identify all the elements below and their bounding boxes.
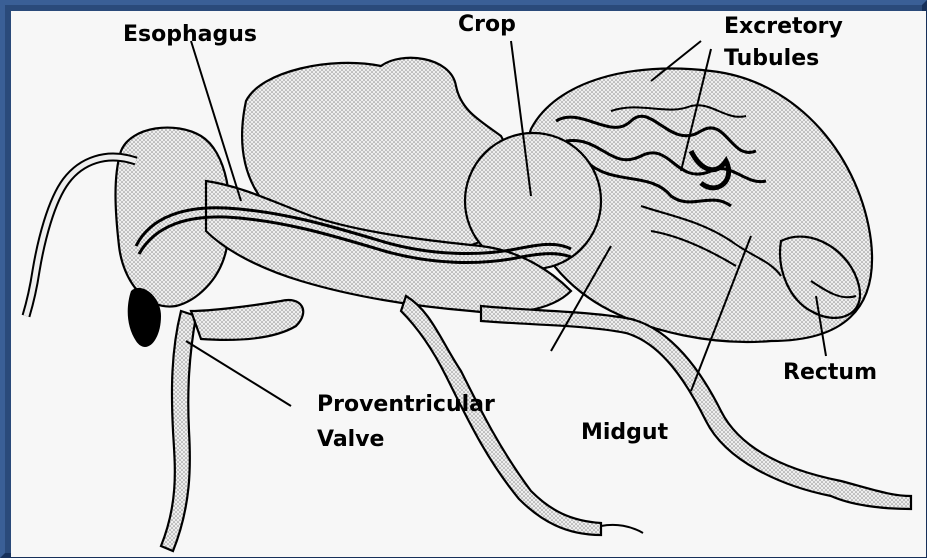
label-proventricular-1: Proventricular — [317, 392, 495, 417]
label-rectum: Rectum — [783, 360, 877, 385]
label-excretory-1: Excretory — [724, 14, 843, 39]
ant-anatomy-diagram: Esophagus Crop Excretory Tubules Provent… — [11, 11, 926, 557]
front-leg — [161, 311, 196, 551]
label-esophagus: Esophagus — [123, 22, 257, 47]
label-crop: Crop — [458, 12, 516, 37]
diagram-canvas: Esophagus Crop Excretory Tubules Provent… — [11, 11, 926, 557]
label-proventricular-2: Valve — [317, 427, 384, 452]
front-leg-upper — [191, 300, 303, 340]
label-midgut: Midgut — [581, 420, 669, 445]
proventricular-leader — [186, 341, 291, 406]
label-excretory-2: Tubules — [724, 46, 819, 71]
